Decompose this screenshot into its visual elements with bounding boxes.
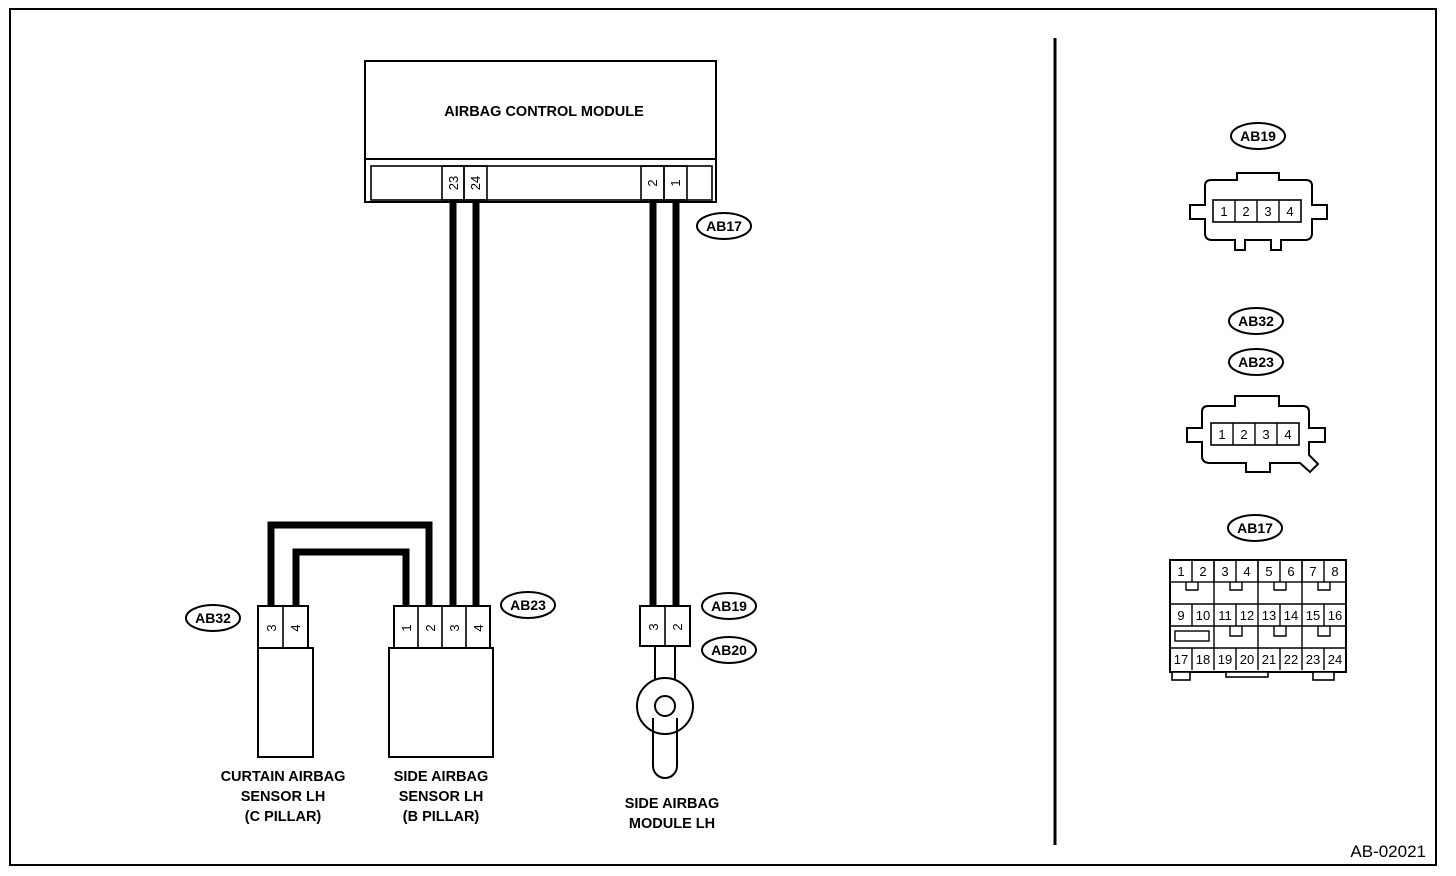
- ab17-pin: 21: [1262, 652, 1276, 667]
- ab17-pin: 20: [1240, 652, 1254, 667]
- connector-view-ab17: AB17: [1169, 514, 1347, 681]
- tag-ab17: [696, 212, 752, 240]
- ab17-pin: 22: [1284, 652, 1298, 667]
- module-title: AIRBAG CONTROL MODULE: [444, 104, 644, 120]
- side-sensor-label-2: SENSOR LH: [399, 789, 484, 805]
- ab17-pin: 23: [1306, 652, 1320, 667]
- ab19-pin-1: 1: [1220, 204, 1227, 219]
- curtain-airbag-sensor: 3 4 CURTAIN AIRBAG SENSOR LH (C PILLAR): [221, 605, 346, 825]
- ab17-pin: 12: [1240, 608, 1254, 623]
- ab17-pin: 24: [1328, 652, 1342, 667]
- ab17-pin: 17: [1174, 652, 1188, 667]
- ab19-housing: [1189, 172, 1328, 251]
- ab17-pin: 14: [1284, 608, 1298, 623]
- airbag-module-stem: [652, 719, 678, 779]
- ab17-pin: 4: [1243, 564, 1250, 579]
- wire-curtain-3-to-sensor-2: [267, 521, 433, 606]
- ab17-pin: 7: [1309, 564, 1316, 579]
- ab17-pin: 15: [1306, 608, 1320, 623]
- side-airbag-sensor: 1 2 3 4 SIDE AIRBAG SENSOR LH (B PILLAR): [388, 605, 494, 825]
- curtain-pin-3: 3: [264, 624, 279, 631]
- tag-ab19: [701, 592, 757, 620]
- tag-ab19-label: AB19: [711, 598, 747, 614]
- tag-ab23-label: AB23: [510, 597, 546, 613]
- tag-ab32-label: AB32: [195, 610, 231, 626]
- ab17-pin: 10: [1196, 608, 1210, 623]
- side-sensor-pin-4: 4: [471, 624, 486, 631]
- module-pin-2: 2: [645, 179, 660, 186]
- figure-code: AB-02021: [1350, 842, 1426, 861]
- view-ab17-tag: AB17: [1237, 520, 1273, 536]
- ab17-pin: 1: [1177, 564, 1184, 579]
- ab17-pin: 8: [1331, 564, 1338, 579]
- view-ab23-tag: AB23: [1238, 354, 1274, 370]
- tag-ab23: [500, 591, 556, 619]
- airbag-module-hole: [654, 695, 676, 717]
- side-module-label-2: MODULE LH: [629, 816, 715, 832]
- ab17-pin: 5: [1265, 564, 1272, 579]
- ab17-pin: 9: [1177, 608, 1184, 623]
- tag-ab20-label: AB20: [711, 642, 747, 658]
- airbag-control-module: AIRBAG CONTROL MODULE 23 24 2 1: [364, 60, 717, 203]
- ab17-pin: 19: [1218, 652, 1232, 667]
- diagram-frame: [9, 8, 1437, 866]
- side-sensor-pin-3: 3: [447, 624, 462, 631]
- tag-ab20: [701, 636, 757, 664]
- curtain-label-3: (C PILLAR): [245, 809, 322, 825]
- tag-ab32: [185, 604, 241, 632]
- side-sensor-pin-2: 2: [423, 624, 438, 631]
- ab23-pin-1: 1: [1218, 427, 1225, 442]
- ab17-pin: 13: [1262, 608, 1276, 623]
- view-ab19-tag: AB19: [1240, 128, 1276, 144]
- connector-tags: [185, 212, 757, 664]
- tag-ab17-label: AB17: [706, 218, 742, 234]
- connector-view-ab19: AB19 1 2 3 4: [1189, 122, 1328, 251]
- ab23-pin-3: 3: [1262, 427, 1269, 442]
- side-module-pin-2: 2: [670, 623, 685, 630]
- curtain-label-1: CURTAIN AIRBAG: [221, 769, 346, 785]
- side-airbag-module: 3 2 SIDE AIRBAG MODULE LH: [625, 605, 720, 832]
- connector-view-ab23: AB32 AB23 1 2 3 4: [1186, 307, 1326, 474]
- ab23-housing: [1186, 395, 1326, 474]
- ab23-pin-4: 4: [1284, 427, 1291, 442]
- view-ab32-tag: AB32: [1238, 313, 1274, 329]
- module-pin-23: 23: [446, 176, 461, 190]
- ab17-pin: 18: [1196, 652, 1210, 667]
- ab17-pin: 11: [1218, 608, 1232, 623]
- ab17-pin: 6: [1287, 564, 1294, 579]
- ab17-pin: 16: [1328, 608, 1342, 623]
- ab19-pin-3: 3: [1264, 204, 1271, 219]
- side-sensor-label-3: (B PILLAR): [403, 809, 480, 825]
- curtain-label-2: SENSOR LH: [241, 789, 326, 805]
- module-connector: [370, 165, 713, 201]
- wire-curtain-4-to-sensor-1: [292, 548, 410, 606]
- module-pin-1: 1: [668, 179, 683, 186]
- curtain-pin-4: 4: [288, 624, 303, 631]
- side-module-pin-3: 3: [646, 623, 661, 630]
- ab17-pin: 3: [1221, 564, 1228, 579]
- ab19-pin-2: 2: [1242, 204, 1249, 219]
- ab17-pin-labels: 1 2 3 4 5 6 7 8 9 10 11 12 13 14 15 16 1…: [1174, 564, 1342, 667]
- side-sensor-label-1: SIDE AIRBAG: [394, 769, 489, 785]
- side-module-label-1: SIDE AIRBAG: [625, 796, 720, 812]
- ab23-pin-2: 2: [1240, 427, 1247, 442]
- module-pin-24: 24: [468, 176, 483, 190]
- ab17-pin: 2: [1199, 564, 1206, 579]
- wiring-harness: [267, 200, 680, 606]
- module-body: [364, 60, 717, 203]
- ab19-pin-4: 4: [1286, 204, 1293, 219]
- side-sensor-pin-1: 1: [399, 624, 414, 631]
